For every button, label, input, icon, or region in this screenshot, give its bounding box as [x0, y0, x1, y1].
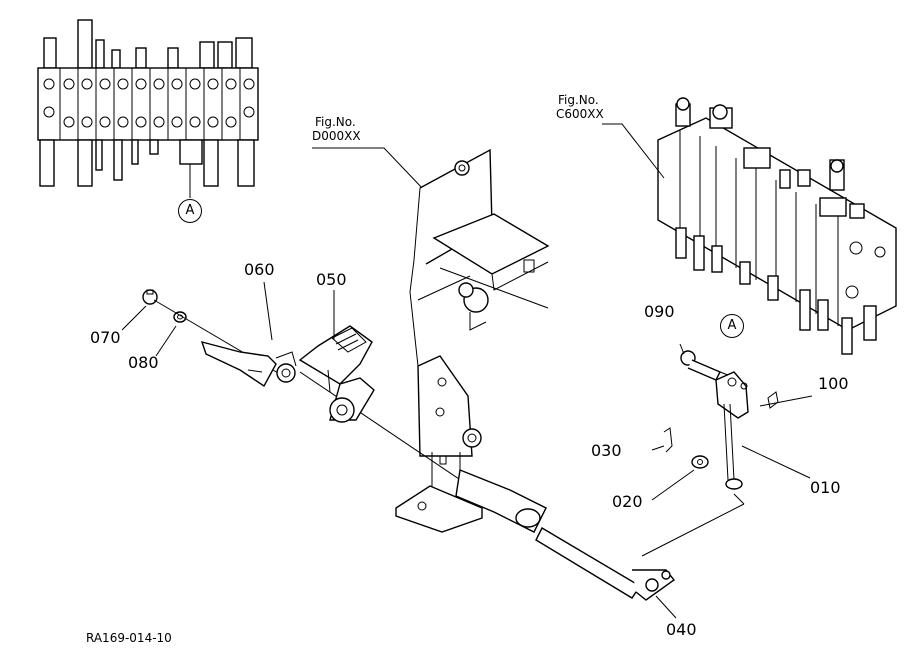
part-label-010: 010: [810, 478, 841, 497]
part-label-040: 040: [666, 620, 697, 639]
arm-060: [142, 289, 297, 388]
view-marker-a-right: A: [720, 314, 744, 338]
part-label-050: 050: [316, 270, 347, 289]
part-label-100: 100: [818, 374, 849, 393]
shaft-040: [299, 371, 745, 619]
fig-ref-c600xx-code: C600XX: [556, 107, 604, 121]
valve-top-view: [37, 19, 259, 198]
part-label-070: 070: [90, 328, 121, 347]
part-label-080: 080: [128, 353, 159, 372]
fig-ref-d000xx-prefix: Fig.No.: [315, 115, 356, 129]
view-marker-a-top: A: [178, 199, 202, 223]
part-label-030: 030: [591, 441, 622, 460]
valve-iso-view: [602, 97, 897, 355]
drawing-code: RA169-014-10: [86, 631, 172, 645]
part-label-060: 060: [244, 260, 275, 279]
frame-bracket: [312, 147, 550, 533]
part-label-090: 090: [644, 302, 675, 321]
fig-ref-d000xx-code: D000XX: [312, 129, 361, 143]
fig-ref-c600xx-prefix: Fig.No.: [558, 93, 599, 107]
pedal-050: [298, 325, 375, 423]
part-label-020: 020: [612, 492, 643, 511]
link-010: [651, 343, 813, 501]
